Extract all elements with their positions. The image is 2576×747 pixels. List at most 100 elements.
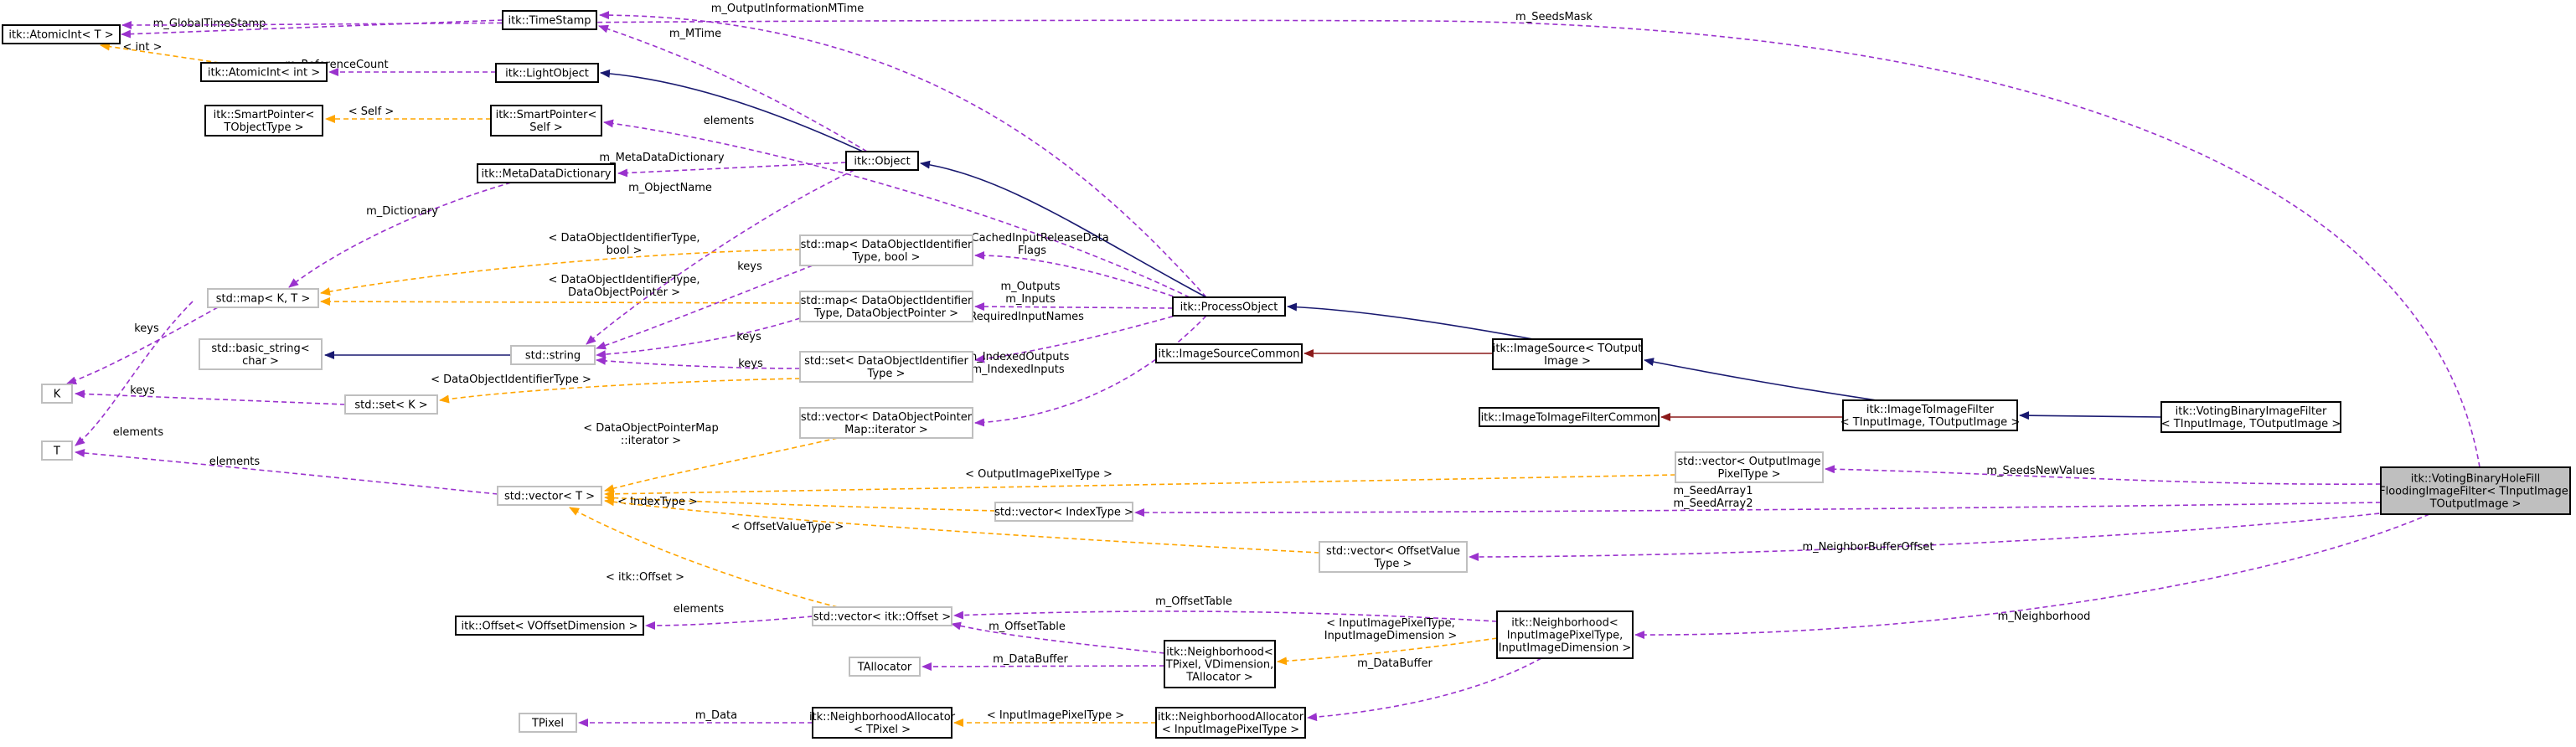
node-tpixel[interactable]: TPixel [519,713,577,733]
node-box[interactable] [200,62,328,82]
edge-label-line: Flags [1018,245,1046,257]
node-box[interactable] [497,486,602,506]
node-box[interactable] [812,707,952,739]
node-main[interactable]: itk::VotingBinaryHoleFillFloodingImageFi… [2379,466,2572,515]
node-procobj[interactable]: itk::ProcessObject [1172,296,1286,317]
node-box[interactable] [2380,466,2571,515]
node-box[interactable] [477,163,616,183]
node-box[interactable] [1155,707,1306,739]
node-Tnode[interactable]: T [41,440,73,461]
node-box[interactable] [344,394,438,415]
node-K[interactable]: K [41,384,73,404]
node-itif[interactable]: itk::ImageToImageFilter< TInputImage, TO… [1840,399,2020,431]
edge-object-to-timestamp: m_MTime [598,24,868,152]
node-spSelf[interactable]: itk::SmartPointer<Self > [490,105,602,137]
edge-line [974,313,1182,363]
node-box[interactable] [1842,399,2018,431]
node-label: Image > [1544,355,1591,368]
node-vecDOPMap[interactable]: std::vector< DataObjectPointerMap::itera… [799,407,973,439]
edge-label: elements [674,603,725,616]
node-naT[interactable]: itk::NeighborhoodAllocator< TPixel > [809,707,956,739]
node-box[interactable] [207,288,319,308]
node-metadict[interactable]: itk::MetaDataDictionary [477,163,616,183]
node-setDOI[interactable]: std::set< DataObjectIdentifierType > [799,351,973,383]
node-mapDOP[interactable]: std::map< DataObjectIdentifierType, Data… [799,291,973,322]
node-atomicInt[interactable]: itk::AtomicInt< int > [200,62,328,82]
node-box[interactable] [1319,541,1468,573]
node-vecItkOff[interactable]: std::vector< itk::Offset > [812,606,952,626]
node-itifcommon[interactable]: itk::ImageToImageFilterCommon [1479,407,1660,427]
node-box[interactable] [994,502,1133,522]
node-box[interactable] [1479,407,1660,427]
node-spT[interactable]: itk::SmartPointer<TObjectType > [204,105,323,137]
node-box[interactable] [455,616,644,636]
node-box[interactable] [41,384,73,404]
node-label: std::string [525,350,581,363]
node-box[interactable] [1164,640,1276,688]
edge-label: < itk::Offset > [606,571,684,584]
node-box[interactable] [799,291,973,322]
node-box[interactable] [1492,338,1643,370]
node-imgsource[interactable]: itk::ImageSource< TOutputImage > [1492,338,1643,370]
node-vecOutPix[interactable]: std::vector< OutputImagePixelType > [1675,451,1824,483]
node-label: itk::TimeStamp [508,15,591,28]
edge-vecIndex-to-vecT: < IndexType > [604,493,996,512]
node-box[interactable] [1675,451,1824,483]
node-vbif[interactable]: itk::VotingBinaryImageFilter< TInputImag… [2160,401,2341,433]
edge-label: m_DataBuffer [993,653,1068,666]
node-box[interactable] [495,63,599,83]
node-box[interactable] [799,407,973,439]
node-label: Type > [1374,558,1412,570]
edge-main-to-atomicT: m_SeedsMask [121,11,2480,468]
node-object[interactable]: itk::Object [845,151,919,171]
edge-label: keys [738,358,763,370]
node-box[interactable] [519,713,577,733]
node-vecT[interactable]: std::vector< T > [497,486,602,506]
node-vecOffVal[interactable]: std::vector< OffsetValueType > [1319,541,1468,573]
edge-label-line: keys [737,260,762,273]
node-box[interactable] [41,440,73,461]
node-mapBool[interactable]: std::map< DataObjectIdentifierType, bool… [799,234,973,266]
node-box[interactable] [510,345,596,365]
node-stdstring[interactable]: std::string [510,345,596,365]
node-label: Type, DataObjectPointer > [813,307,958,320]
edge-label-line: m_OffsetTable [989,621,1066,633]
node-tallocator[interactable]: TAllocator [849,657,921,677]
edge-line [603,119,1190,298]
edge-main-to-neighIn: m_Neighborhood [1634,513,2430,640]
node-box[interactable] [799,351,973,383]
node-setK[interactable]: std::set< K > [344,394,438,415]
node-box[interactable] [1155,343,1303,363]
node-box[interactable] [1496,610,1634,659]
node-label: TOutputImage > [2429,498,2522,511]
edge-label-line: m_Data [695,709,737,722]
node-box[interactable] [799,234,973,266]
node-box[interactable] [849,657,921,677]
node-box[interactable] [502,10,597,30]
node-box[interactable] [1172,296,1286,317]
node-box[interactable] [845,151,919,171]
node-timestamp[interactable]: itk::TimeStamp [502,10,597,30]
node-lightobj[interactable]: itk::LightObject [495,63,599,83]
edge-label: < DataObjectIdentifierType,DataObjectPoi… [549,274,700,299]
node-basicstr[interactable]: std::basic_string<char > [199,338,323,370]
node-box[interactable] [2160,401,2341,433]
node-imgsrccommon[interactable]: itk::ImageSourceCommon [1155,343,1303,363]
node-box[interactable] [490,105,602,137]
edge-label: m_NeighborBufferOffset [1802,541,1933,554]
node-mapKT[interactable]: std::map< K, T > [207,288,319,308]
node-offsetV[interactable]: itk::Offset< VOffsetDimension > [455,616,644,636]
node-box[interactable] [812,606,952,626]
node-naIn[interactable]: itk::NeighborhoodAllocator< InputImagePi… [1155,707,1306,739]
node-label: TAllocator > [1185,672,1253,684]
node-neighT[interactable]: itk::Neighborhood<TPixel, VDimension,TAl… [1164,640,1276,688]
node-label: TObjectType > [223,121,303,134]
node-vecIndex[interactable]: std::vector< IndexType > [994,502,1133,522]
node-atomicT[interactable]: itk::AtomicInt< T > [2,24,121,44]
node-box[interactable] [2,24,121,44]
node-box[interactable] [204,105,323,137]
node-box[interactable] [199,338,323,370]
edge-label: m_Dictionary [366,205,438,218]
node-neighIn[interactable]: itk::Neighborhood<InputImagePixelType,In… [1496,610,1634,659]
